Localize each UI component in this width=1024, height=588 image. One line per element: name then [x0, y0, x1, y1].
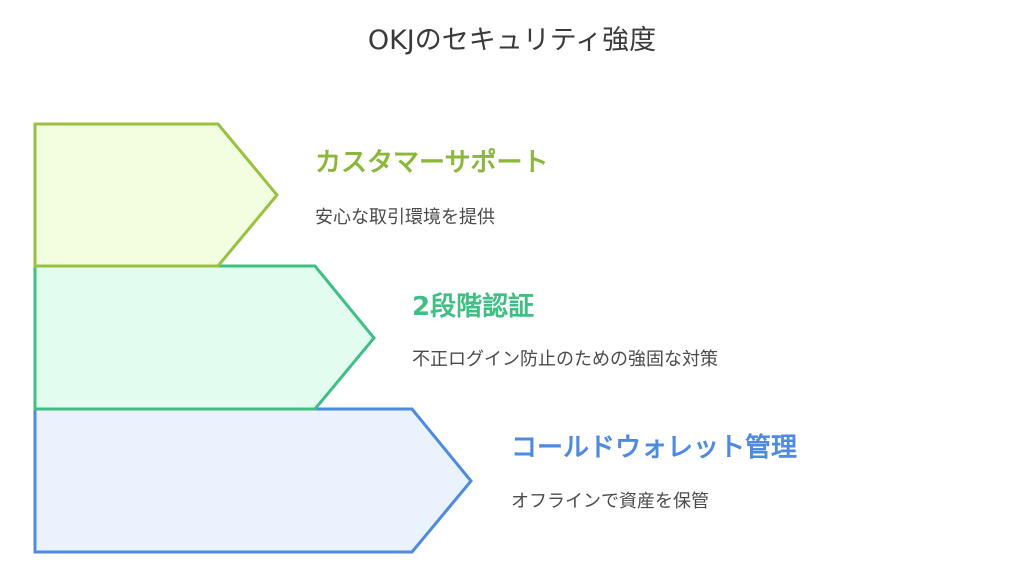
level-description-cold-wallet: オフラインで資産を保管: [511, 491, 709, 512]
arrow-cold-wallet: [33, 407, 473, 554]
arrow-two-factor: [33, 264, 376, 411]
level-heading-customer-support: カスタマーサポート: [315, 148, 549, 178]
level-heading-cold-wallet: コールドウォレット管理: [511, 433, 798, 463]
level-description-two-factor: 不正ログイン防止のための強固な対策: [412, 349, 718, 370]
arrow-customer-support: [33, 122, 279, 268]
diagram-title: OKJのセキュリティ強度: [367, 25, 657, 56]
level-description-customer-support: 安心な取引環境を提供: [315, 207, 495, 228]
level-heading-two-factor: 2段階認証: [412, 292, 535, 322]
